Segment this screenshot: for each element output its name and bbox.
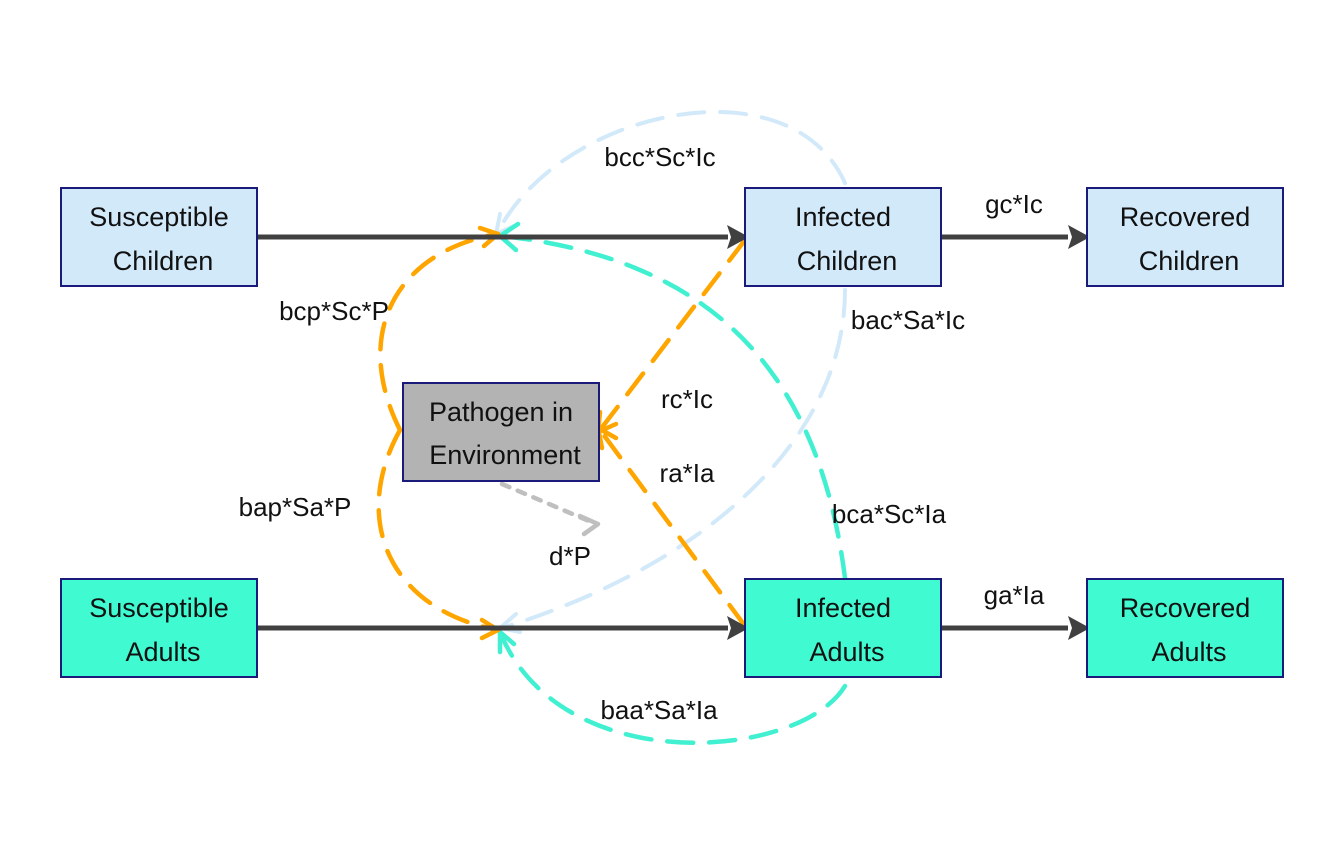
pathogen-line2: Environment [429,440,581,470]
rc-curve [597,237,748,433]
bca-curve [499,233,848,581]
susceptible-children-line1: Susceptible [89,202,229,232]
infected-children-line2: Children [797,246,898,276]
baa-arrowhead [497,629,517,655]
label-ga: ga*Ia [984,580,1045,610]
bap-curve [376,427,501,633]
label-bca: bca*Sc*Ia [832,499,947,529]
recovered-children-line1: Recovered [1120,202,1251,232]
infected-adults-line2: Adults [809,637,884,667]
recovery-flow-adults-head [1068,616,1090,640]
label-gc: gc*Ic [985,189,1043,219]
recovered-adults-line2: Adults [1151,637,1226,667]
bcc-curve [496,110,847,234]
node-recovered-children: Recovered Children [1086,187,1284,287]
ra-curve [597,427,748,629]
susceptible-children-line2: Children [113,246,214,276]
susceptible-adults-line1: Susceptible [89,593,229,623]
label-d: d*P [549,541,591,571]
baa-curve [497,629,848,745]
label-bap: bap*Sa*P [239,492,352,522]
label-rc: rc*Ic [661,384,713,414]
node-recovered-adults: Recovered Adults [1086,578,1284,678]
label-baa: baa*Sa*Ia [600,695,718,725]
label-bac: bac*Sa*Ic [851,305,965,335]
recovered-children-line2: Children [1139,246,1240,276]
recovery-flow-children-head [1068,225,1090,249]
label-bcc: bcc*Sc*Ic [604,142,715,172]
node-susceptible-adults: Susceptible Adults [60,578,258,678]
bcp-curve [378,231,501,433]
node-pathogen-environment: Pathogen in Environment [402,382,600,482]
infected-adults-line1: Infected [795,593,891,623]
label-bcp: bcp*Sc*P [279,296,389,326]
flow-arrows [257,225,1090,640]
recovered-adults-line1: Recovered [1120,593,1251,623]
node-infected-children: Infected Children [744,187,942,287]
infection-flow-children-head [727,225,749,249]
node-infected-adults: Infected Adults [744,578,942,678]
infection-flow-adults-head [727,616,749,640]
infected-children-line1: Infected [795,202,891,232]
d-decay-arrowhead [577,513,601,537]
pathogen-line1: Pathogen in [429,397,573,427]
node-susceptible-children: Susceptible Children [60,187,258,287]
bac-curve [500,288,847,630]
label-ra: ra*Ia [660,458,715,488]
susceptible-adults-line2: Adults [125,637,200,667]
edge-labels: bcc*Sc*Ic gc*Ic bcp*Sc*P bac*Sa*Ic rc*Ic… [239,142,1045,725]
